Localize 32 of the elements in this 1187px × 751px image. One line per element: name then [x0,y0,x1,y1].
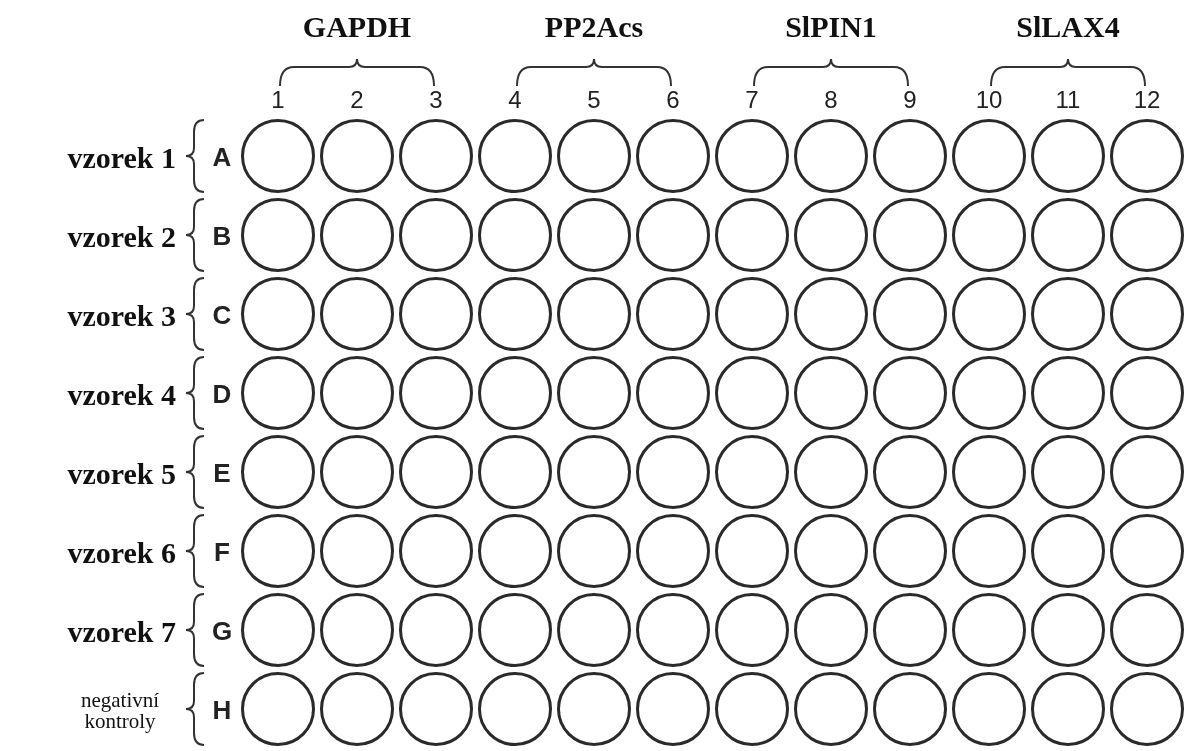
sample-label: vzorek 4 [67,380,176,410]
row-letter: G [211,618,233,644]
gene-label: GAPDH [302,12,412,42]
column-number: 2 [350,88,364,112]
sample-label: vzorek 6 [67,538,176,568]
gene-label: SlPIN1 [785,12,877,42]
sample-label: vzorek 1 [67,143,176,173]
column-number: 9 [903,88,917,112]
row-letter: E [213,460,231,486]
column-number: 12 [1133,88,1161,112]
row-letter: B [212,223,232,249]
gene-label: PP2Acs [544,12,644,42]
column-number: 10 [975,88,1003,112]
row-letter: C [212,302,232,328]
sample-label: vzorek 5 [67,459,176,489]
row-letter: A [212,144,232,170]
gene-label: SlLAX4 [1016,12,1120,42]
column-number: 4 [508,88,522,112]
column-number: 11 [1055,88,1081,112]
row-letter: F [214,539,230,565]
row-letter: H [212,697,232,723]
sample-label: negativní kontroly [79,690,161,732]
column-number: 5 [587,88,601,112]
column-number: 7 [745,88,759,112]
column-number: 6 [666,88,680,112]
column-number: 8 [824,88,838,112]
row-letter: D [212,381,232,407]
sample-label: vzorek 3 [67,301,176,331]
column-number: 3 [429,88,443,112]
sample-label: vzorek 2 [67,222,176,252]
column-number: 1 [271,88,285,112]
sample-label: vzorek 7 [67,617,176,647]
